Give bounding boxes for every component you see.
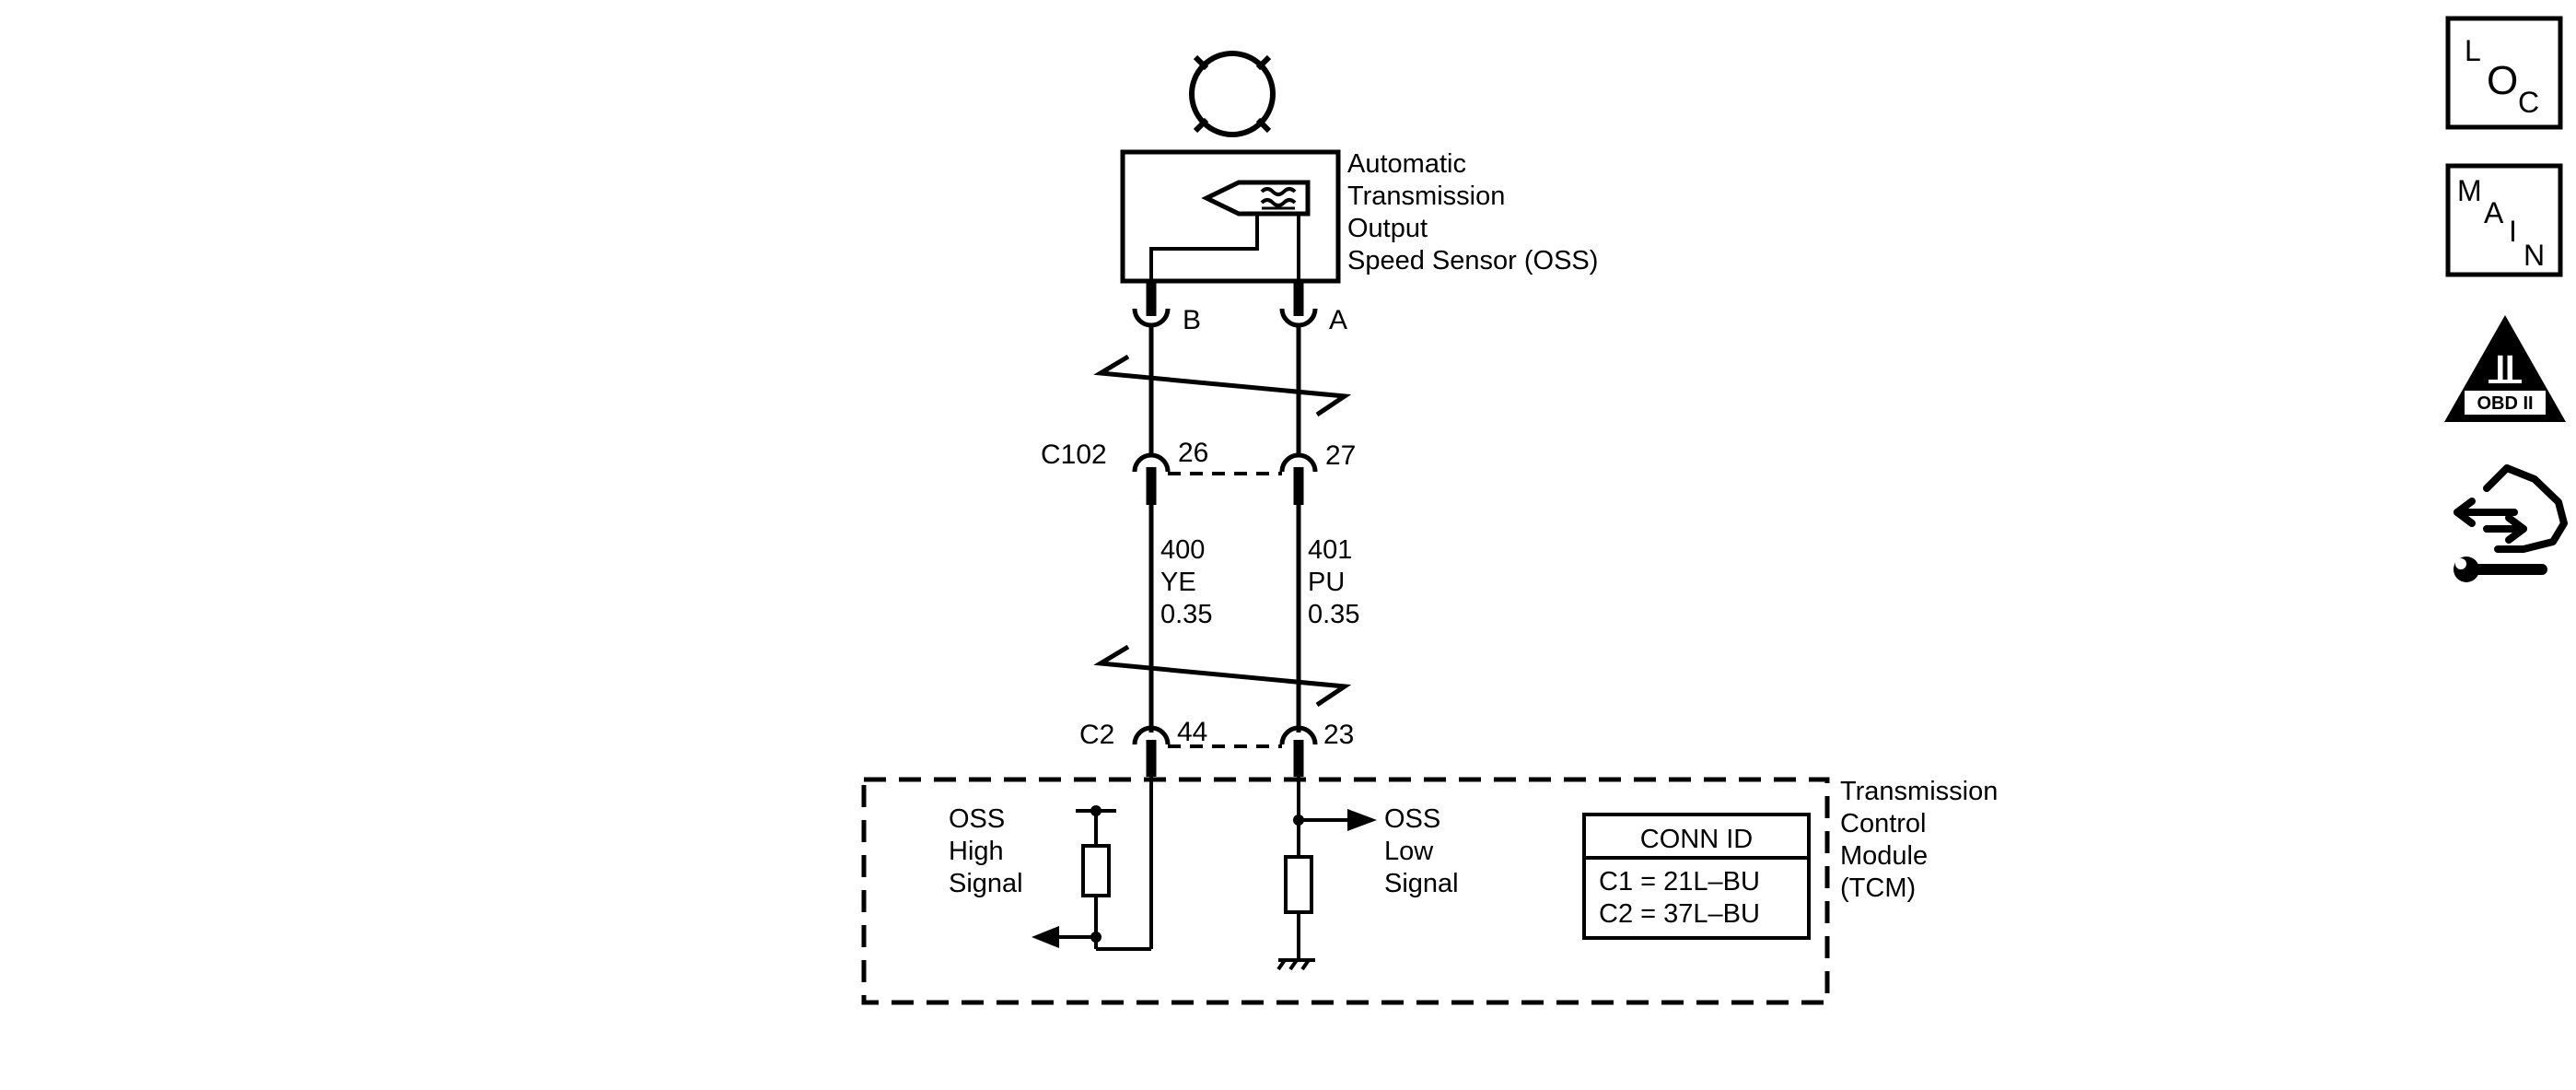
low-signal-node: [1293, 815, 1304, 826]
ground-icon: [1276, 958, 1315, 971]
sensor-pins: [1132, 281, 1318, 328]
wire-break-upper: [1093, 354, 1352, 417]
svg-text:M: M: [2457, 174, 2482, 207]
high-signal-node: [1090, 805, 1102, 816]
svg-text:Speed Sensor (OSS): Speed Sensor (OSS): [1347, 246, 1598, 275]
svg-text:Control: Control: [1840, 809, 1927, 838]
high-signal-arrow-icon: [1032, 926, 1059, 948]
wire-left-label: 400 YE 0.35: [1160, 535, 1212, 629]
low-signal-arrow-icon: [1347, 809, 1377, 831]
svg-text:Automatic: Automatic: [1347, 149, 1466, 179]
svg-text:OSS: OSS: [1384, 804, 1440, 834]
sensor-body: [1120, 149, 1341, 284]
conn-id-table: CONN ID C1 = 21L–BU C2 = 37L–BU: [1582, 813, 1811, 940]
conn-id-row: C2 = 37L–BU: [1599, 899, 1760, 929]
svg-text:A: A: [2484, 196, 2504, 229]
svg-text:II: II: [2495, 349, 2514, 388]
connector-c2-name: C2: [1079, 720, 1114, 750]
svg-text:Module: Module: [1840, 841, 1928, 871]
svg-text:High: High: [949, 837, 1004, 866]
svg-text:0.35: 0.35: [1160, 600, 1212, 629]
connector-c102-name: C102: [1041, 440, 1107, 470]
svg-text:O: O: [2487, 58, 2518, 103]
svg-text:OSS: OSS: [949, 804, 1005, 834]
obd-ii-icon[interactable]: II OBD II: [2444, 315, 2566, 422]
svg-text:PU: PU: [1308, 568, 1345, 597]
wire-right-label: 401 PU 0.35: [1308, 535, 1359, 629]
connector-c2-pin-left: 44: [1177, 717, 1207, 747]
svg-text:Signal: Signal: [949, 869, 1023, 898]
terminal-b-label: B: [1183, 305, 1201, 335]
sensor-label: Automatic Transmission Output Speed Sens…: [1347, 149, 1598, 275]
connector-c2-pin-right: 23: [1323, 720, 1354, 750]
svg-text:Signal: Signal: [1384, 869, 1459, 898]
hand-wrench-icon[interactable]: [2454, 464, 2568, 582]
svg-text:I: I: [2509, 215, 2517, 248]
tcm-label: Transmission Control Module (TCM): [1840, 777, 1998, 903]
svg-text:Output: Output: [1347, 214, 1428, 243]
loc-icon[interactable]: L O C: [2445, 16, 2563, 130]
connector-c2: [1132, 725, 1318, 777]
tcm-boundary: [861, 777, 1830, 1005]
sensor-element-icon: [1201, 180, 1311, 217]
svg-text:(TCM): (TCM): [1840, 873, 1916, 903]
low-signal-resistor-icon: [1284, 855, 1313, 914]
conn-id-row: C1 = 21L–BU: [1599, 867, 1760, 897]
svg-text:Low: Low: [1384, 837, 1434, 866]
low-signal-label: OSS Low Signal: [1384, 804, 1459, 898]
svg-text:N: N: [2524, 239, 2545, 272]
high-signal-label: OSS High Signal: [949, 804, 1023, 898]
sensor-internal-wires: [1149, 214, 1300, 281]
connector-c102-pin-right: 27: [1325, 440, 1356, 471]
wire-break-lower: [1093, 644, 1352, 708]
high-signal-node: [1090, 932, 1102, 943]
svg-text:OBD II: OBD II: [2477, 393, 2533, 414]
connector-c102-pin-left: 26: [1178, 438, 1208, 468]
svg-text:YE: YE: [1160, 568, 1196, 597]
svg-text:Transmission: Transmission: [1840, 777, 1998, 806]
svg-text:0.35: 0.35: [1308, 600, 1359, 629]
main-icon[interactable]: M A I N: [2445, 163, 2563, 277]
svg-text:400: 400: [1160, 535, 1205, 565]
svg-text:C: C: [2518, 86, 2539, 119]
svg-text:401: 401: [1308, 535, 1352, 565]
connector-c102: [1132, 452, 1318, 505]
high-signal-circuit: [1059, 777, 1153, 951]
sensor-symbol-icon: [1189, 51, 1276, 137]
terminal-a-label: A: [1329, 305, 1347, 335]
conn-id-title: CONN ID: [1640, 825, 1753, 854]
high-signal-resistor-icon: [1081, 844, 1111, 897]
svg-text:Transmission: Transmission: [1347, 182, 1505, 211]
svg-text:L: L: [2465, 34, 2481, 67]
